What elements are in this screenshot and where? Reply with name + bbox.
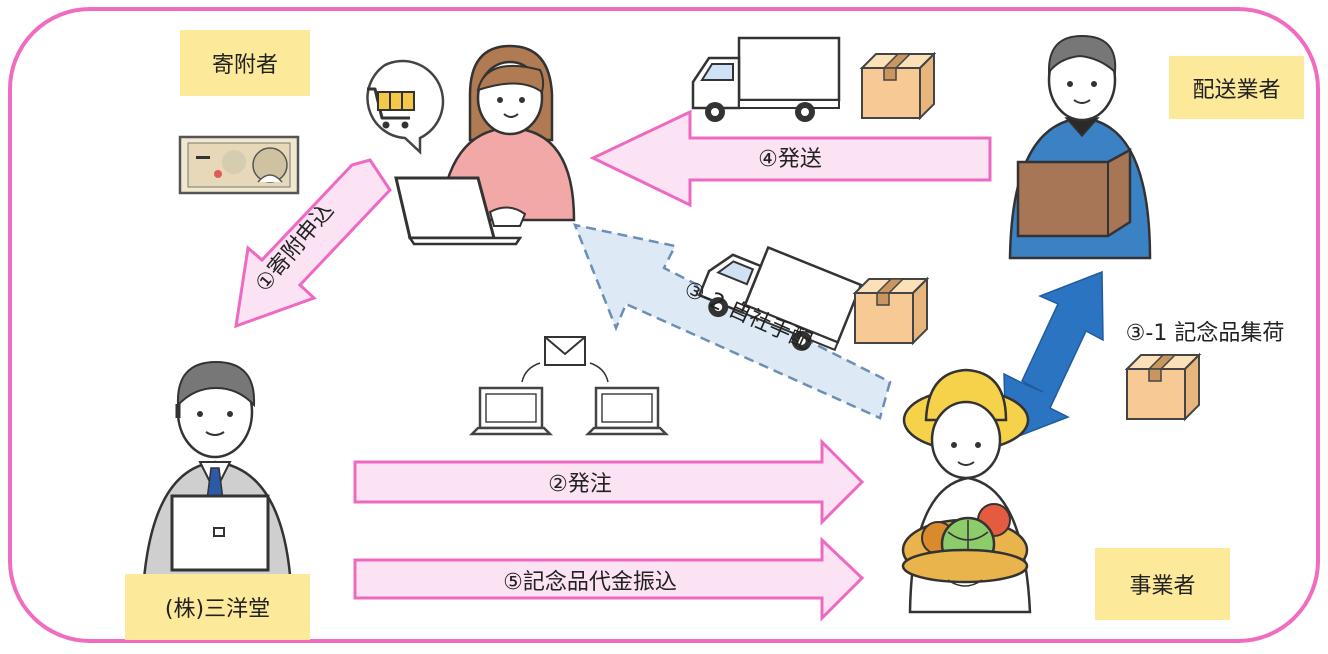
delivery-man-holding-box-icon [1008, 34, 1152, 260]
woman-with-laptop-icon [394, 44, 576, 246]
donor-label: 寄附者 [180, 30, 310, 96]
pickup-double-arrow [1003, 270, 1104, 443]
pay-arrow [353, 536, 865, 622]
cardboard-box-icon [1126, 354, 1200, 420]
cardboard-box-icon [861, 53, 935, 119]
pay-label: ⑤記念品代金振込 [503, 570, 677, 595]
carrier-label: 配送業者 [1169, 56, 1304, 119]
business-label: 事業者 [1095, 548, 1230, 620]
email-network-icon [470, 336, 668, 436]
farmer-with-vegetable-basket-icon [901, 368, 1032, 614]
outer-frame [8, 7, 1320, 643]
shopping-cart-bubble-icon [366, 59, 445, 155]
order-arrow [353, 438, 865, 526]
company-label: (株)三洋堂 [125, 574, 310, 640]
cardboard-box-icon [854, 278, 928, 344]
ship-arrow [589, 109, 992, 208]
pickup-label: ③-1 記念品集荷 [1126, 321, 1285, 346]
self-delivery-arrow [572, 223, 892, 420]
apply-arrow [234, 158, 392, 329]
banknote-icon [178, 135, 300, 195]
ship-label: ④発送 [758, 147, 822, 172]
delivery-truck-icon [691, 36, 841, 124]
order-label: ②発注 [548, 472, 612, 497]
